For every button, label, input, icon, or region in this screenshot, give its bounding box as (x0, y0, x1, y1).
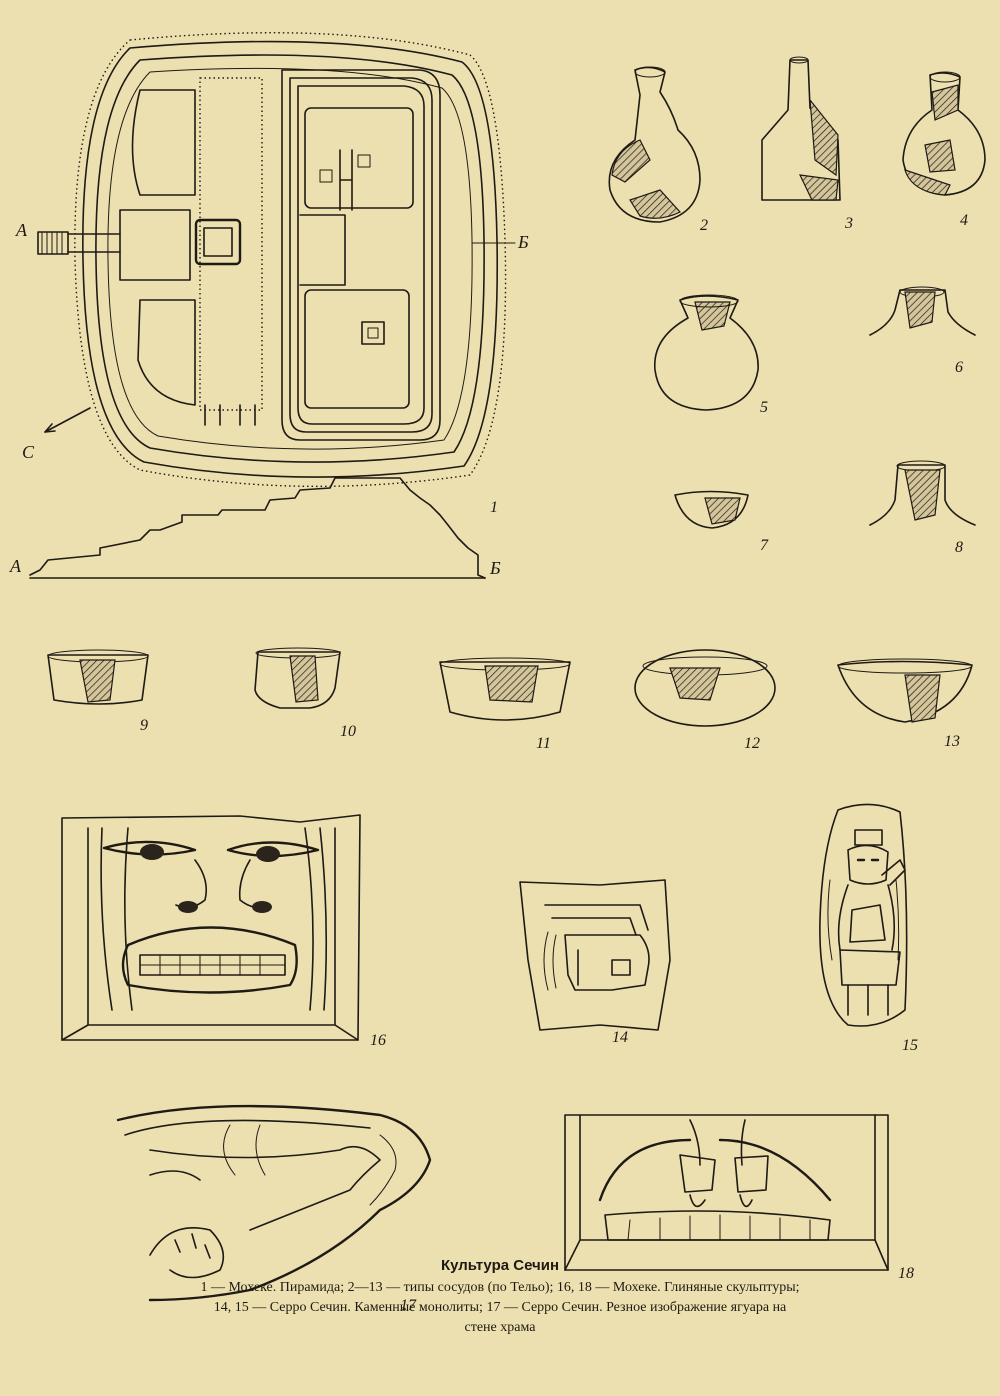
figure-number-6: 6 (955, 359, 963, 376)
figure-number-17: 17 (400, 1297, 417, 1314)
figure-number-14: 14 (612, 1029, 628, 1046)
vessel-6-drawing (869, 286, 976, 336)
caption-line-2: 14, 15 — Серро Сечин. Каменные монолиты;… (213, 1300, 787, 1315)
vessel-4-drawing (902, 71, 986, 196)
figure-number-12: 12 (744, 735, 760, 752)
sculpture-18-hands-drawing (564, 1114, 889, 1271)
vessel-5-drawing (654, 294, 759, 411)
figure-number-7: 7 (760, 537, 769, 554)
caption-line-1: 1 — Мохеке. Пирамида; 2—13 — типы сосудо… (200, 1280, 800, 1295)
figure-number-1: 1 (490, 499, 498, 516)
figure-number-8: 8 (955, 539, 963, 556)
figure-number-13: 13 (944, 733, 960, 750)
vessel-12-drawing (634, 649, 776, 727)
monolith-14-drawing (519, 879, 671, 1031)
plate-caption: Культура Сечин 1 — Мохеке. Пирамида; 2—1… (60, 1256, 940, 1338)
figure-number-16: 16 (370, 1032, 386, 1049)
monolith-15-drawing (819, 803, 908, 1027)
figure-number-4: 4 (960, 212, 968, 229)
figure-number-18: 18 (898, 1265, 914, 1282)
sculpture-16-face-drawing (61, 814, 361, 1041)
plan-label-north: С (22, 442, 35, 462)
profile-label-a: А (9, 556, 22, 576)
figure-number-10: 10 (340, 723, 356, 740)
plan-label-b: Б (517, 232, 529, 252)
pyramid-profile-line (29, 477, 486, 579)
vessel-11-drawing (439, 657, 571, 721)
caption-title: Культура Сечин (440, 1257, 560, 1274)
figure-number-11: 11 (536, 735, 551, 752)
vessel-3-drawing (761, 56, 841, 201)
caption-line-3: стене храма (464, 1320, 536, 1335)
profile-label-b: Б (489, 558, 501, 578)
pyramid-plan-drawing (37, 32, 516, 488)
plan-label-a: А (15, 220, 28, 240)
vessel-9-drawing (47, 649, 149, 705)
vessel-13-drawing (837, 658, 973, 723)
figure-number-3: 3 (844, 215, 853, 232)
vessel-8-drawing (869, 460, 976, 526)
vessel-10-drawing (254, 647, 341, 709)
vessel-2-drawing (608, 66, 701, 223)
figure-number-15: 15 (902, 1037, 918, 1054)
figure-number-9: 9 (140, 717, 148, 734)
figure-number-5: 5 (760, 399, 768, 416)
figure-number-2: 2 (700, 217, 708, 234)
jaguar-relief-17-drawing (116, 1104, 432, 1302)
vessel-7-drawing (674, 490, 749, 529)
